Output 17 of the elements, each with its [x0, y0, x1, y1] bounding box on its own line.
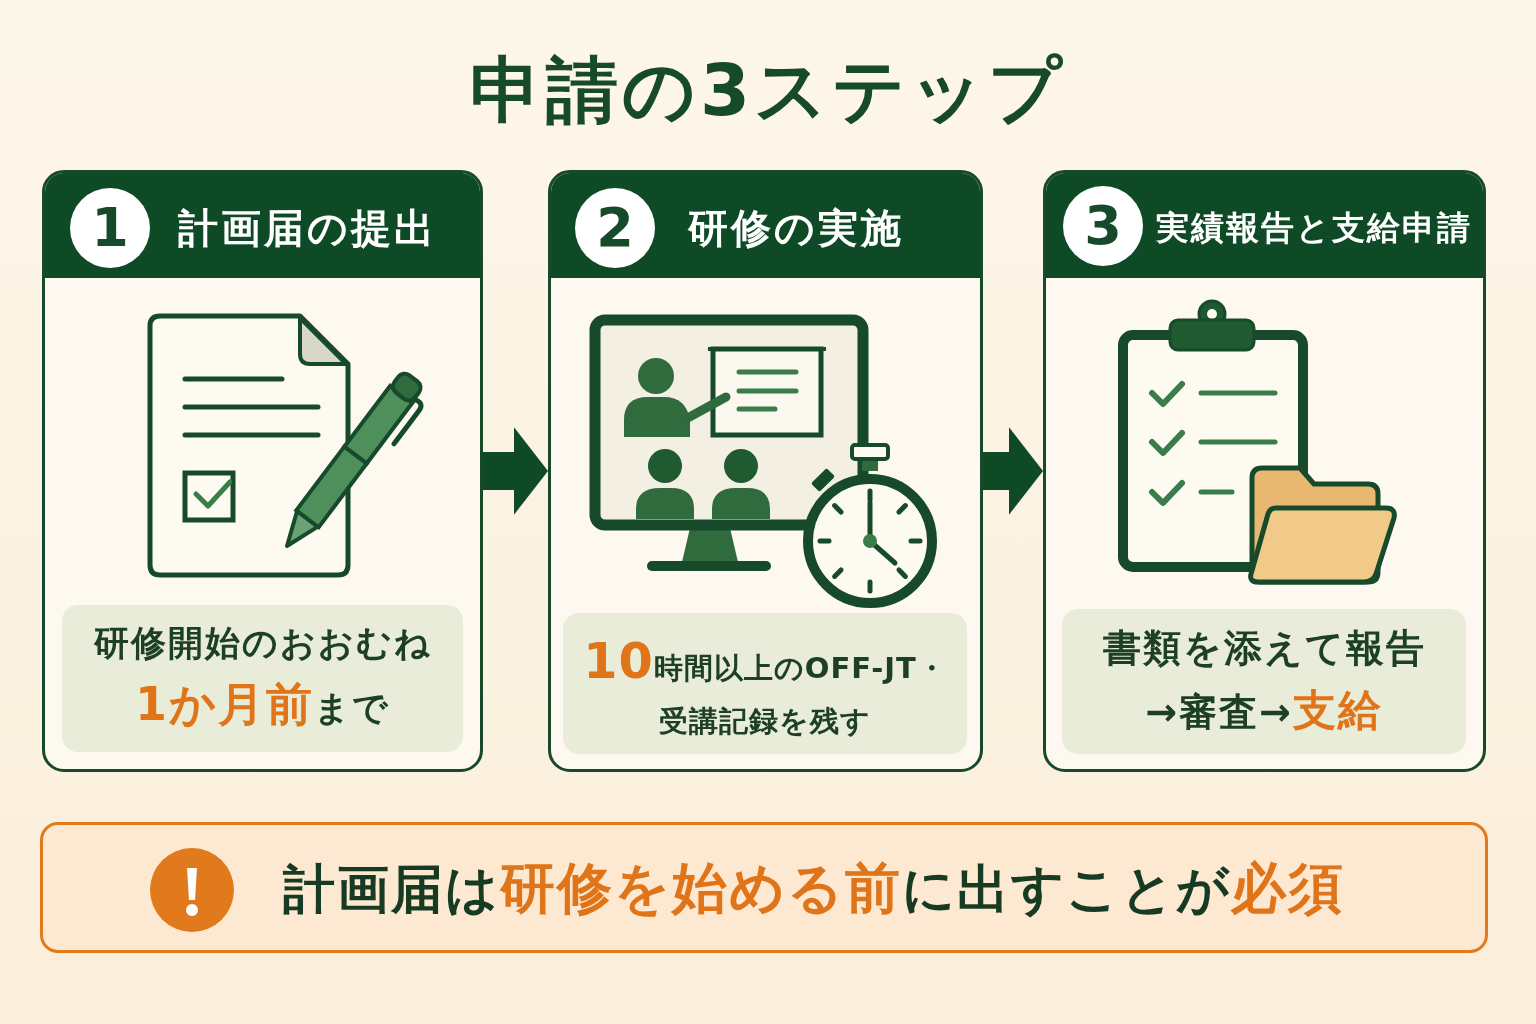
note-text: 10時間以上のOFF-JT・受講記録を残す — [582, 630, 948, 741]
step-title: 研修の実施 — [688, 204, 904, 252]
step-card — [42, 170, 483, 772]
step-card — [1043, 170, 1486, 772]
step-card — [548, 170, 983, 772]
step-title: 実績報告と支給申請 — [1156, 208, 1472, 248]
arrow — [483, 427, 548, 515]
note-text: 書類を添えて報告→審査→支給 — [1101, 625, 1427, 737]
note-text: 研修開始のおおむね1か月前まで — [92, 622, 433, 734]
step-title: 計画届の提出 — [178, 204, 437, 252]
note-panel — [1062, 609, 1466, 754]
warning-text: 計画届は研修を始める前に出すことが必須 — [283, 855, 1345, 922]
note-panel — [62, 605, 463, 752]
warning-banner — [40, 822, 1488, 953]
note-panel — [563, 613, 967, 754]
title: 申請の3ステップ — [469, 47, 1067, 134]
arrow — [983, 427, 1043, 515]
